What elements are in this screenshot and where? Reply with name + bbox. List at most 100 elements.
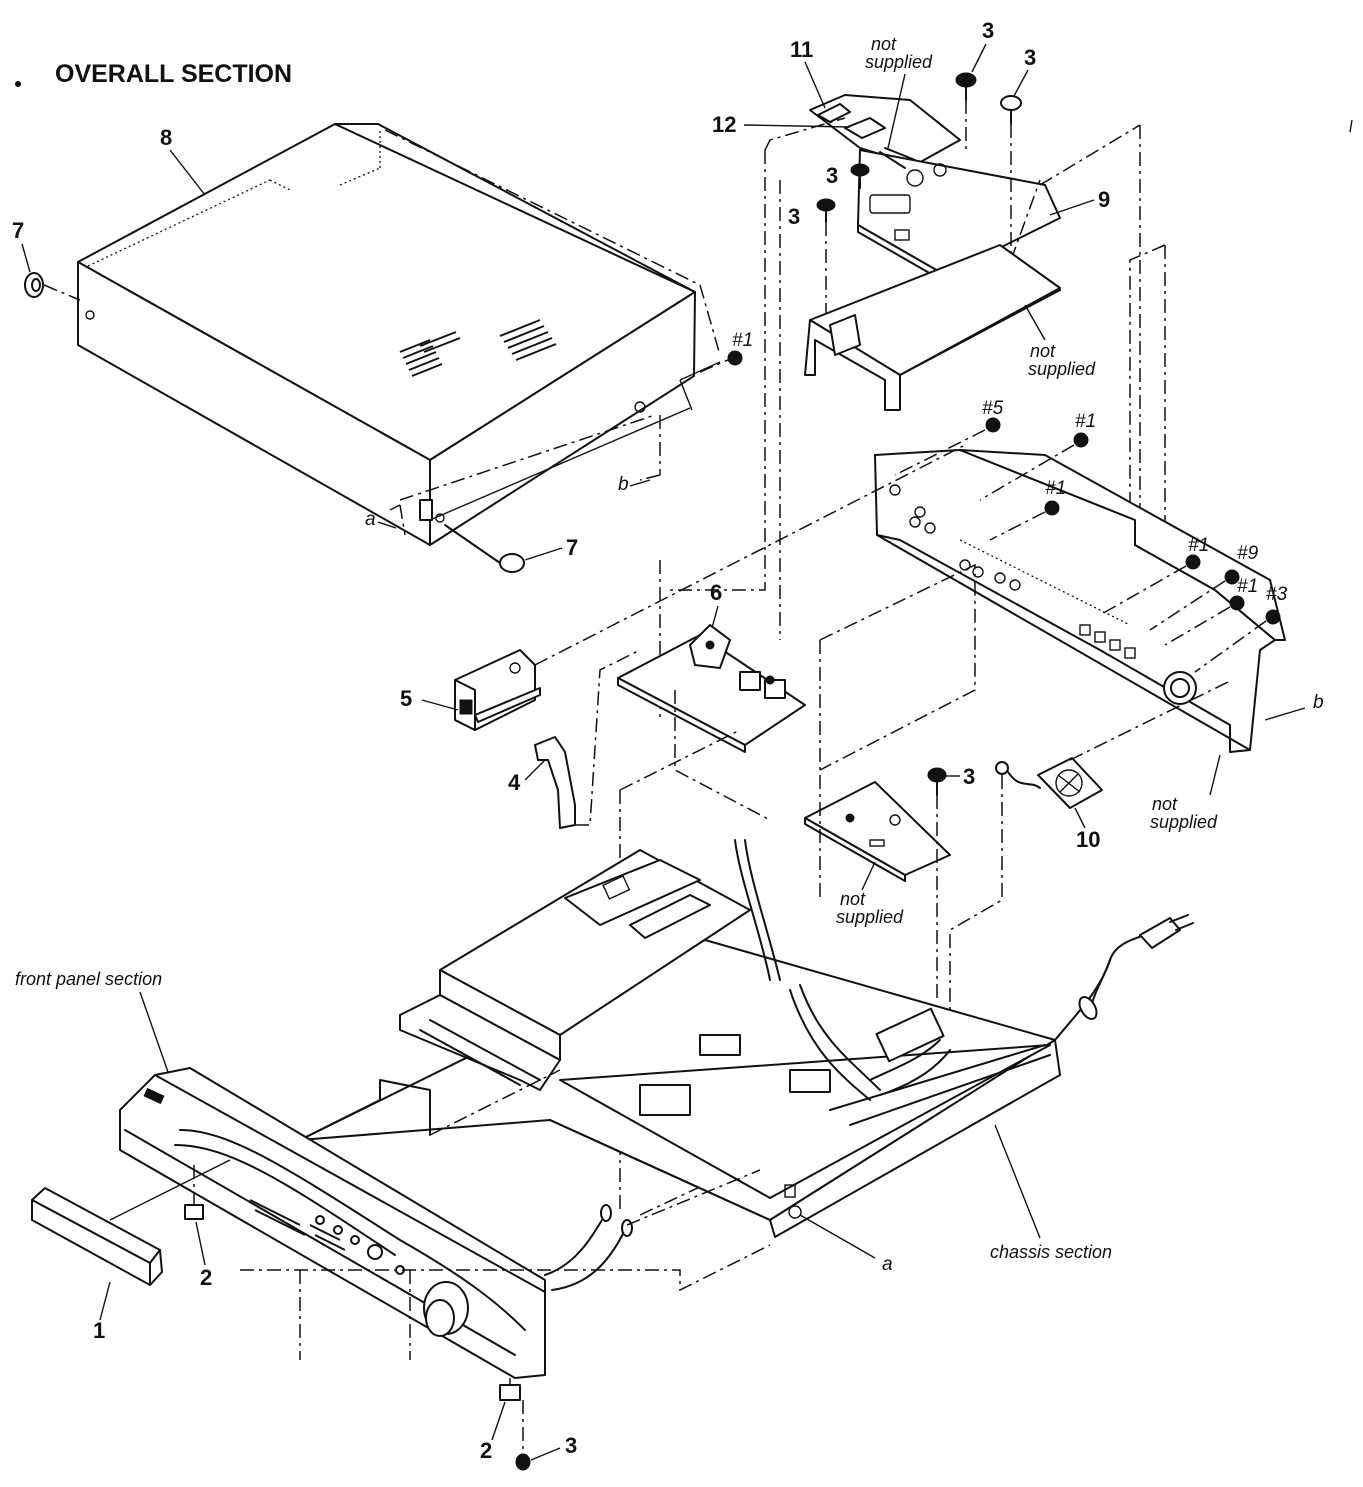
- chassis: [299, 839, 1146, 1238]
- leader-part-10: [1074, 807, 1086, 829]
- screw-icon: [955, 72, 977, 101]
- leader-not-supplied-board: [861, 861, 876, 891]
- guide-line: [626, 1169, 761, 1226]
- flat-cable: [534, 736, 576, 829]
- front-cable-connector: [600, 1204, 612, 1222]
- ref-b-panel: b: [1313, 692, 1324, 713]
- screw-icon: [1229, 595, 1245, 611]
- foot-left: [184, 1165, 204, 1220]
- leader-part-7-bottom: [524, 547, 563, 561]
- ref-a-cover: a: [365, 509, 376, 530]
- label-part-2a: 2: [200, 1265, 212, 1290]
- screw-icon: [1044, 500, 1060, 516]
- guide-line: [377, 521, 397, 529]
- label-part-2b: 2: [480, 1438, 492, 1463]
- screw-icon: [515, 1400, 531, 1471]
- leader-part-2a: [195, 1221, 206, 1266]
- screw-icon: [1265, 609, 1281, 625]
- leader-part-2b: [491, 1401, 506, 1441]
- note-not-supplied-top-line2: supplied: [865, 52, 933, 72]
- label-part-9: 9: [1098, 187, 1110, 212]
- guide-line: [534, 444, 966, 666]
- label-part-3-bottom: 3: [565, 1433, 577, 1458]
- fan-icon: [995, 757, 1103, 809]
- foot-right: [499, 1378, 521, 1401]
- leader-front-panel-section: [139, 991, 169, 1073]
- leader-part-12: [743, 124, 851, 128]
- label-chassis-section: chassis section: [990, 1242, 1112, 1262]
- leader-not-supplied-bracket: [1024, 304, 1046, 341]
- screw-icon: [985, 417, 1001, 433]
- guide-line: [1039, 124, 1141, 186]
- guide-line: [764, 117, 846, 151]
- leader-part-7-left: [21, 243, 31, 273]
- leader-not-supplied-top: [887, 73, 906, 149]
- guide-line: [1149, 580, 1226, 631]
- page-title: OVERALL SECTION: [55, 60, 292, 88]
- leader-part-5: [421, 699, 459, 711]
- power-plug-icon: [1139, 914, 1194, 949]
- guide-line: [665, 150, 766, 591]
- leader-chassis-section: [994, 1124, 1041, 1239]
- note-not-supplied-board-line2: supplied: [836, 907, 904, 927]
- label-front-panel-section: front panel section: [15, 969, 162, 989]
- guide-line: [949, 775, 1003, 1030]
- ref-a-chassis: a: [882, 1254, 893, 1275]
- guide-line: [1099, 565, 1187, 616]
- guide-line: [109, 1159, 231, 1221]
- screw-icon: [816, 198, 836, 223]
- screw-icon: [927, 767, 947, 796]
- guide-line: [699, 359, 729, 373]
- washer-icon: [444, 524, 525, 573]
- ref-1-right-b: #1: [1237, 576, 1258, 597]
- guide-line: [575, 649, 641, 826]
- guide-line: [619, 729, 741, 791]
- rear-panel: [874, 449, 1286, 753]
- stray-mark: [1349, 119, 1353, 133]
- guide-line: [979, 444, 1075, 501]
- leader-part-8: [169, 149, 206, 196]
- note-not-supplied-panel-line1: not: [1152, 794, 1178, 814]
- support-bracket: [804, 244, 1061, 411]
- guide-line: [1164, 606, 1231, 646]
- top-cover: [77, 123, 721, 546]
- leader-part-3-bottom: [530, 1447, 561, 1461]
- note-not-supplied-board-line1: not: [840, 889, 866, 909]
- note-not-supplied-bracket-line1: not: [1030, 341, 1056, 361]
- note-not-supplied-panel-line2: supplied: [1150, 812, 1218, 832]
- label-part-4: 4: [508, 770, 521, 795]
- label-part-11: 11: [790, 37, 813, 62]
- front-cable: [544, 1214, 606, 1276]
- guide-line: [240, 1244, 771, 1292]
- label-part-3-top1: 3: [982, 18, 994, 43]
- guide-line: [819, 563, 976, 771]
- screw-icon: [1073, 432, 1089, 448]
- volume-knob-icon: [423, 1281, 469, 1337]
- label-part-3-mid2: 3: [788, 204, 800, 229]
- leader-part-3-top2: [1013, 69, 1029, 97]
- screw-icon: [850, 163, 870, 189]
- screw-icon: [727, 350, 743, 366]
- guide-line: [1264, 707, 1306, 721]
- label-part-3-top2: 3: [1024, 45, 1036, 70]
- label-part-10: 10: [1076, 827, 1100, 852]
- note-not-supplied-bracket-line2: supplied: [1028, 359, 1096, 379]
- leader-part-3-top1: [971, 43, 987, 73]
- leader-part-11: [804, 61, 826, 109]
- ref-1-panel-top: #1: [1075, 411, 1096, 432]
- label-part-6: 6: [710, 580, 722, 605]
- guide-line: [894, 429, 986, 476]
- leader-part-6: [711, 605, 719, 629]
- label-part-5: 5: [400, 686, 412, 711]
- leader-part-1: [99, 1281, 111, 1321]
- screw-icon: [1185, 554, 1201, 570]
- front-frame: [299, 1069, 561, 1141]
- note-not-supplied-top-line1: not: [871, 34, 897, 54]
- leader-not-supplied-panel: [1209, 754, 1221, 796]
- label-part-1: 1: [93, 1318, 105, 1343]
- ref-3: #3: [1266, 584, 1288, 605]
- label-part-12: 12: [712, 112, 736, 137]
- guide-line: [1069, 679, 1233, 761]
- guide-line: [629, 479, 651, 487]
- screw-icon: [1224, 569, 1240, 585]
